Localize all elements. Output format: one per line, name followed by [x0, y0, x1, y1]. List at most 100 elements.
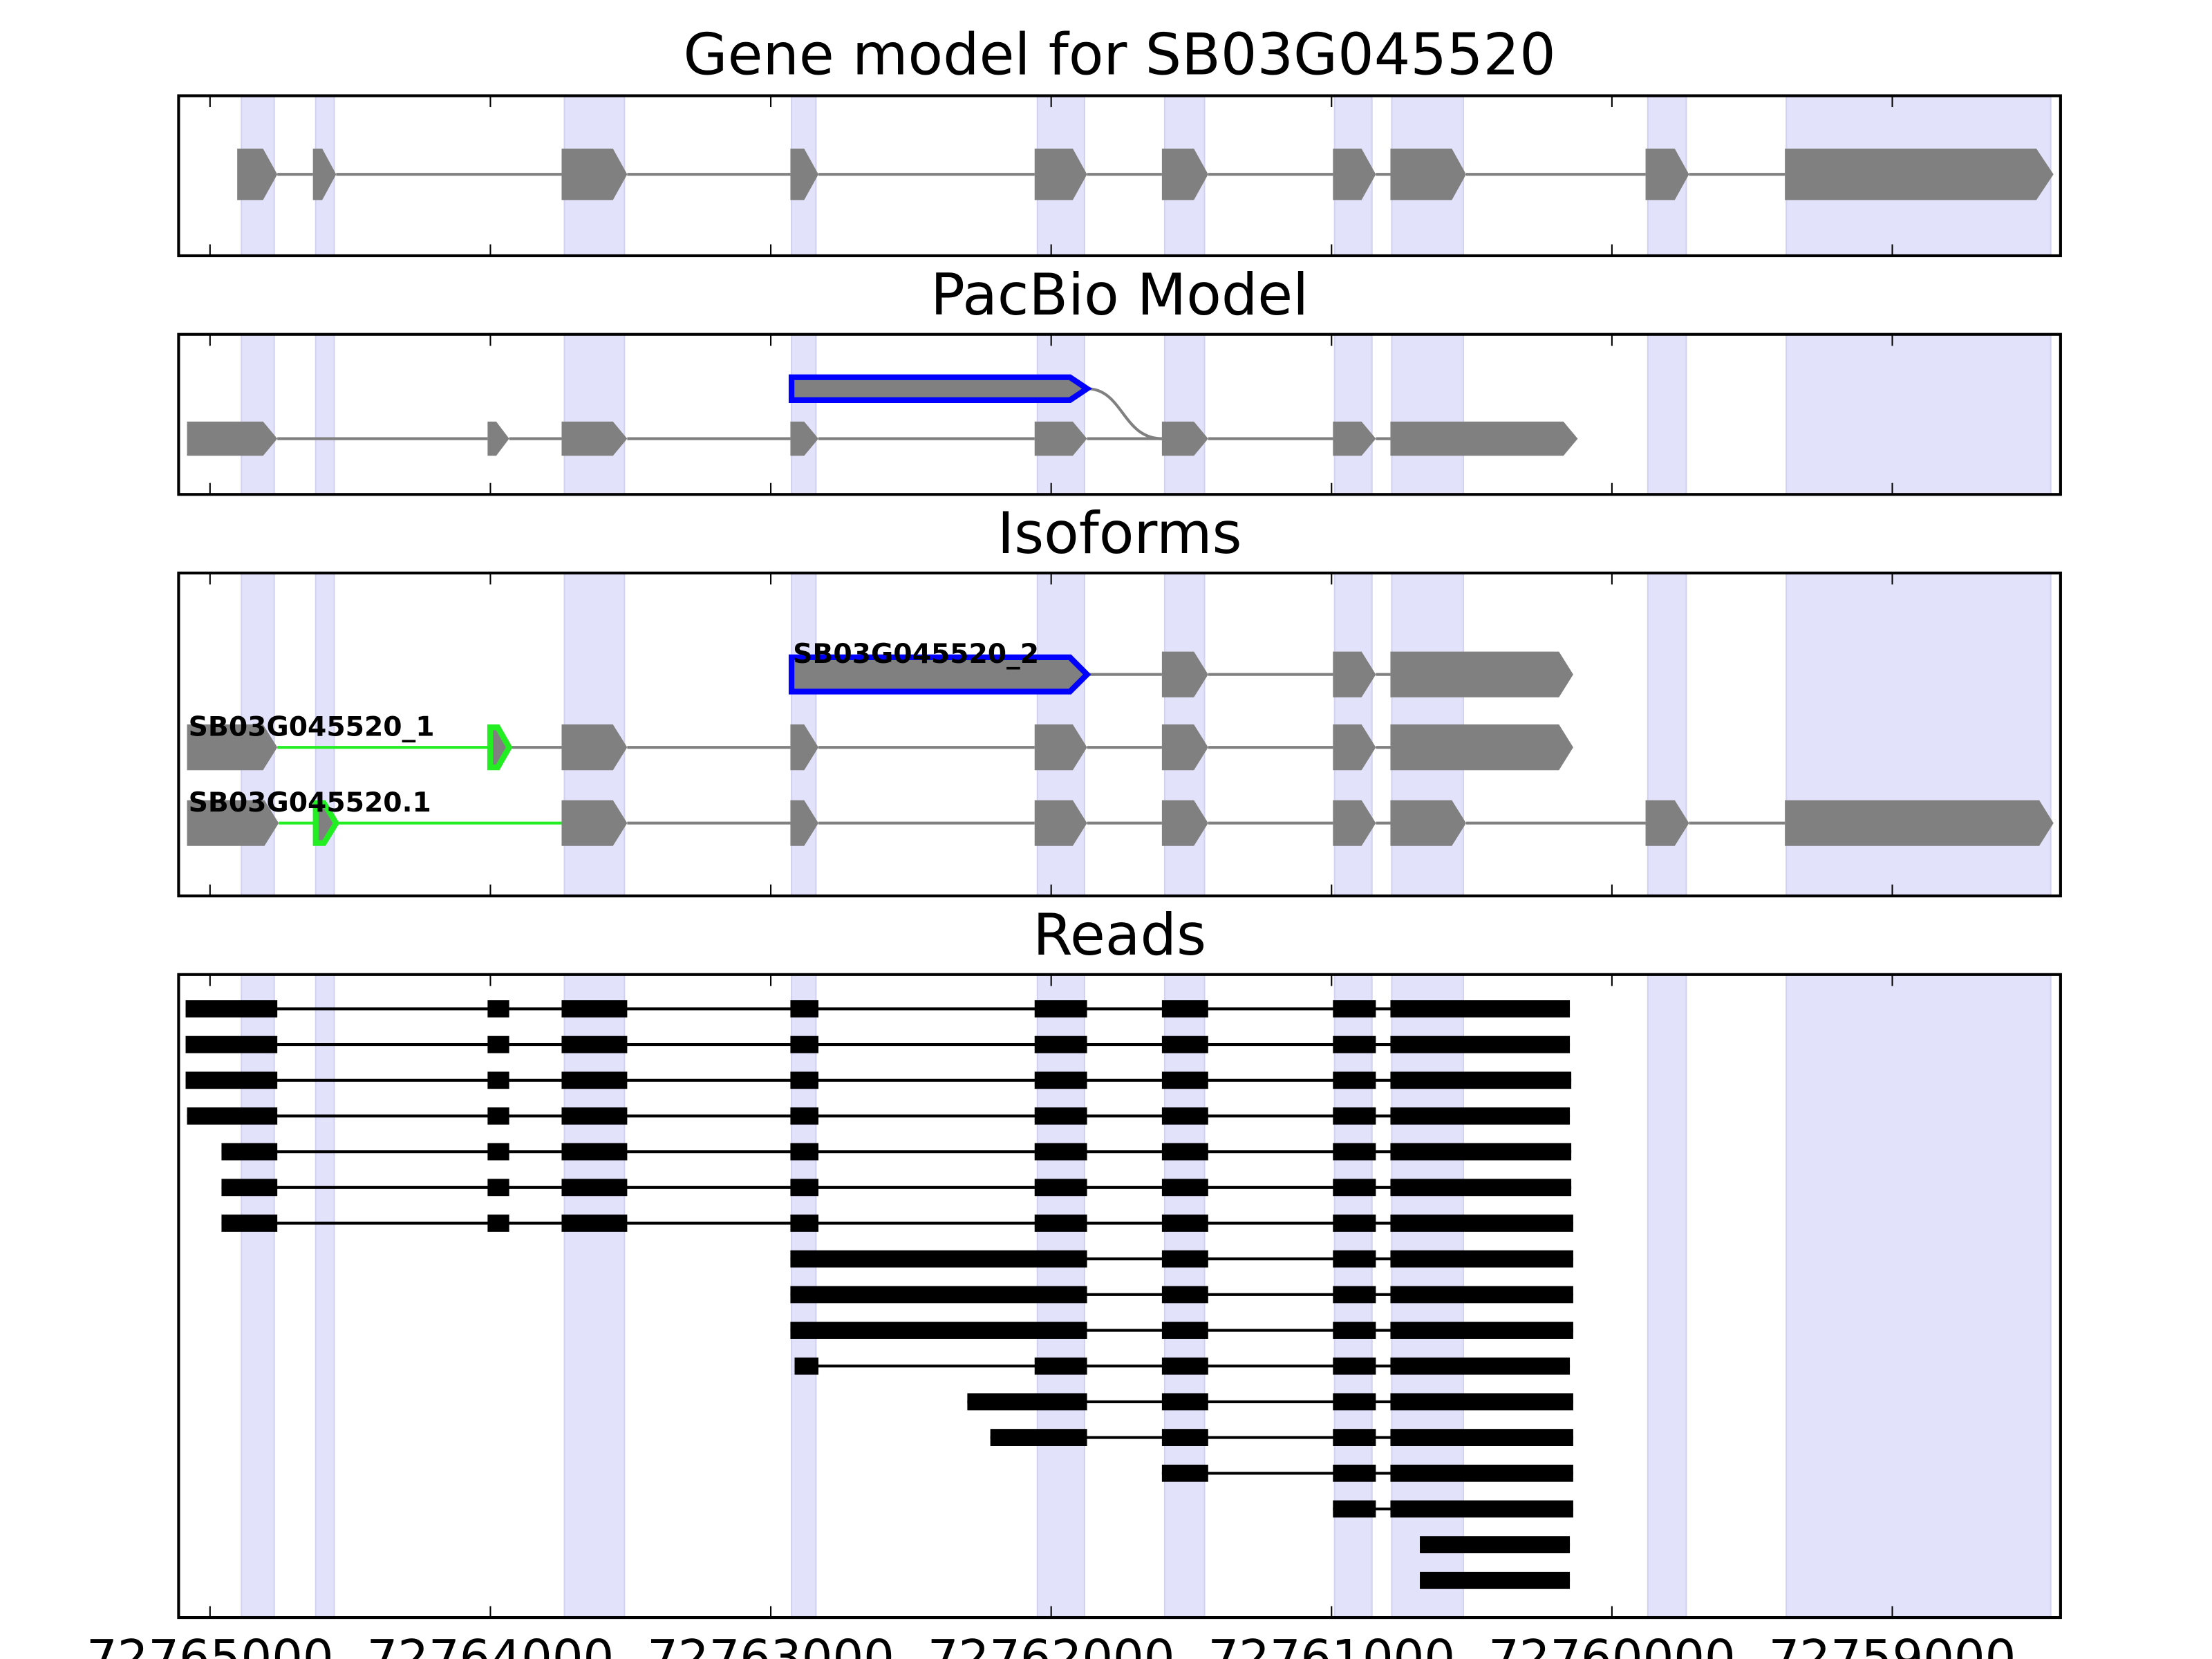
exon	[187, 800, 279, 846]
read-block	[1390, 1464, 1573, 1482]
x-tick-label: 72764000	[367, 1630, 615, 1659]
read-block	[1161, 1179, 1208, 1197]
exon	[312, 148, 337, 200]
read-block	[1390, 1286, 1573, 1304]
read-block	[1161, 1107, 1208, 1125]
read-block	[561, 1179, 628, 1197]
read-block	[1333, 1071, 1376, 1089]
x-tick-label: 72765000	[86, 1630, 334, 1659]
read-block	[221, 1215, 278, 1232]
read-block	[1161, 1000, 1208, 1018]
panel-title: Gene model for SB03G045520	[684, 21, 1556, 88]
panel-background	[178, 334, 2061, 495]
x-tick-label: 72759000	[1769, 1630, 2016, 1659]
read	[967, 1393, 1573, 1411]
read	[1420, 1536, 1571, 1554]
exon-band	[1647, 572, 1687, 897]
read-block	[561, 1107, 628, 1125]
read-block	[794, 1357, 819, 1375]
read	[185, 1071, 1572, 1089]
read-block	[1333, 1215, 1376, 1232]
read	[794, 1357, 1571, 1375]
panel-1: PacBio Model	[177, 262, 2062, 496]
read	[185, 1035, 1571, 1053]
read-block	[1333, 1429, 1376, 1446]
read-block	[790, 1035, 819, 1053]
exon	[237, 148, 278, 200]
transcript	[237, 148, 2054, 200]
read-block	[221, 1143, 278, 1161]
exon	[561, 421, 628, 456]
read-block	[487, 1035, 509, 1053]
exon-band	[1785, 572, 2052, 897]
exon	[790, 724, 819, 771]
read-block	[185, 1071, 278, 1089]
exon-band	[1391, 333, 1464, 496]
read-block	[790, 1322, 1087, 1339]
read-block	[1034, 1107, 1087, 1125]
read-block	[790, 1143, 819, 1161]
exon	[1161, 724, 1208, 771]
exon	[487, 724, 513, 771]
exon	[561, 800, 628, 846]
read-block	[1161, 1429, 1208, 1446]
intron-line	[1087, 387, 1162, 440]
read	[1333, 1500, 1573, 1518]
read-block	[1034, 1215, 1087, 1232]
read-block	[1161, 1035, 1208, 1053]
exon	[1034, 724, 1087, 771]
read-block	[561, 1035, 628, 1053]
read-block	[1161, 1215, 1208, 1232]
transcript	[187, 421, 1578, 456]
exon	[312, 800, 340, 846]
exon	[1333, 800, 1376, 846]
read-block	[1034, 1143, 1087, 1161]
exon	[1645, 148, 1689, 200]
panel-0: Gene model for SB03G045520	[177, 21, 2062, 258]
exon	[1034, 800, 1087, 846]
x-tick-label: 72763000	[647, 1630, 894, 1659]
exon	[1390, 800, 1466, 846]
read-block	[1333, 1286, 1376, 1304]
exon-band	[315, 333, 335, 496]
transcript: SB03G045520.1	[187, 787, 2054, 846]
read-block	[1390, 1000, 1571, 1018]
panel-frame	[177, 973, 2062, 1620]
read-block	[1161, 1357, 1208, 1375]
exon-band	[1036, 333, 1085, 496]
exon	[1390, 651, 1573, 697]
exon	[1333, 651, 1376, 697]
read-block	[1034, 1035, 1087, 1053]
exon	[1390, 148, 1466, 200]
read-block	[1390, 1071, 1572, 1089]
read-block	[561, 1071, 628, 1089]
read	[221, 1215, 1573, 1232]
read-block	[185, 1035, 278, 1053]
read-block	[1333, 1000, 1376, 1018]
exon-band	[241, 333, 275, 496]
read-block	[1034, 1357, 1087, 1375]
read-block	[1390, 1179, 1572, 1197]
read-block	[1390, 1322, 1573, 1339]
read-block	[1333, 1035, 1376, 1053]
exon	[1785, 148, 2054, 200]
read-block	[561, 1215, 628, 1232]
read-block	[1333, 1464, 1376, 1482]
read-block	[487, 1107, 509, 1125]
read-block	[1390, 1143, 1572, 1161]
read-block	[221, 1179, 278, 1197]
read-block	[1161, 1250, 1208, 1268]
exon	[790, 421, 819, 456]
transcript	[788, 374, 1162, 440]
isoform-label: SB03G045520_1	[189, 712, 435, 743]
exon	[1785, 800, 2054, 846]
read-block	[487, 1215, 509, 1232]
read-block	[790, 1286, 1087, 1304]
read-block	[1390, 1250, 1573, 1268]
panel-frame	[177, 94, 2062, 258]
exon	[790, 800, 819, 846]
panel-background	[178, 572, 2061, 897]
read-block	[1390, 1107, 1571, 1125]
transcript: SB03G045520_1	[187, 712, 1573, 771]
read-block	[487, 1071, 509, 1089]
